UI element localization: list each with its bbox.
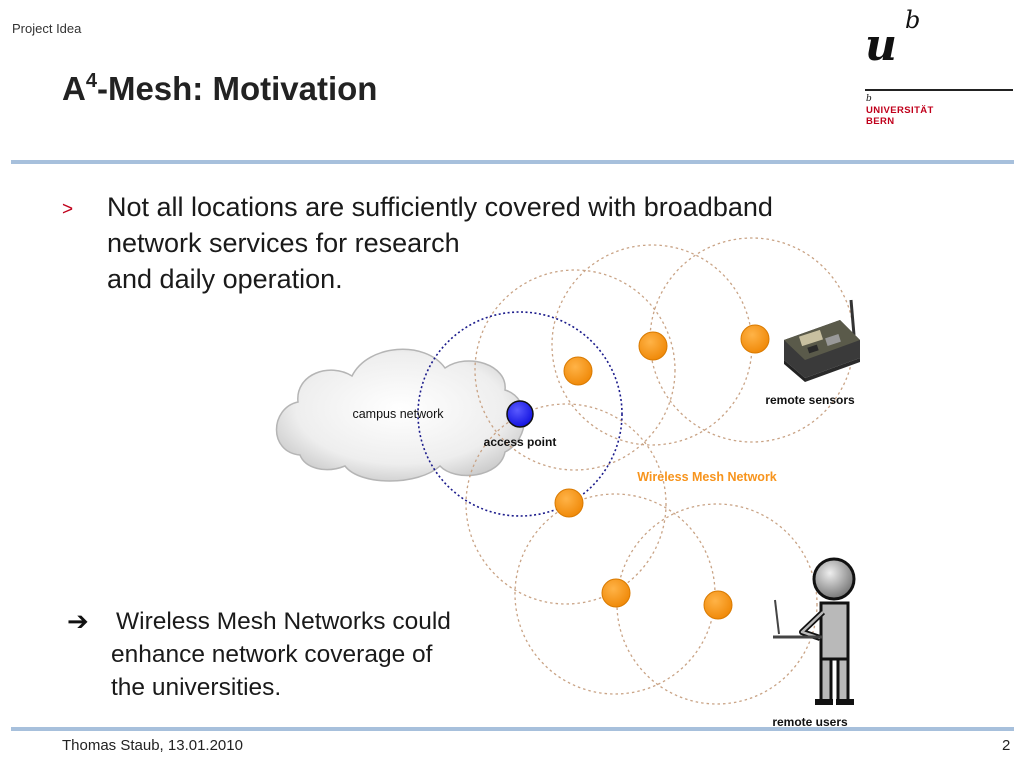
mesh-node (703, 590, 733, 620)
logo-letter-u: u (865, 20, 897, 71)
conclusion-line: enhance network coverage of (111, 641, 433, 668)
mesh-network-label: Wireless Mesh Network (637, 470, 777, 484)
conclusion-text: Wireless Mesh Networks could enhance net… (111, 605, 451, 704)
logo-letter-b: b (905, 6, 921, 34)
header-divider (11, 160, 1014, 164)
logo-rule (865, 89, 1013, 91)
campus-cloud-icon (275, 348, 526, 482)
title-superscript: 4 (85, 70, 97, 92)
arrow-right-icon: ➔ (67, 606, 89, 636)
sensor-board-icon (784, 299, 860, 382)
coverage-ring (465, 403, 667, 605)
conclusion-line: Wireless Mesh Networks could (116, 608, 451, 635)
bullet-text: Not all locations are sufficiently cover… (107, 189, 773, 297)
mesh-node (563, 356, 593, 386)
access-point-node (506, 400, 534, 428)
mesh-node (554, 488, 584, 518)
mesh-node (740, 324, 770, 354)
remote-user-icon (773, 557, 856, 705)
mesh-node (638, 331, 668, 361)
coverage-ring (474, 269, 676, 471)
logo-name-line2: BERN (866, 116, 895, 127)
conclusion-line: the universities. (111, 674, 282, 701)
access-point-ring (417, 311, 623, 517)
logo-university-name: UNIVERSITÄT BERN (866, 105, 934, 127)
bullet-line: Not all locations are sufficiently cover… (107, 192, 773, 222)
university-logo: u b b UNIVERSITÄT BERN (865, 8, 1015, 133)
mesh-node (601, 578, 631, 608)
title-prefix: A (62, 70, 86, 107)
logo-name-line1: UNIVERSITÄT (866, 105, 934, 116)
title-suffix: -Mesh: Motivation (96, 70, 378, 107)
remote-sensors-label: remote sensors (765, 393, 855, 407)
footer-divider (11, 727, 1014, 731)
access-point-label: access point (484, 435, 557, 449)
campus-network-label: campus network (352, 407, 444, 421)
footer-author-date: Thomas Staub, 13.01.2010 (62, 737, 243, 754)
bullet-line: network services for research (107, 228, 460, 258)
bullet-line: and daily operation. (107, 264, 343, 294)
section-label: Project Idea (12, 21, 82, 36)
remote-users-label: remote users (772, 715, 848, 729)
page-number: 2 (1002, 737, 1011, 754)
bullet-marker: > (62, 199, 74, 220)
slide-title: A4-Mesh: Motivation (62, 70, 377, 108)
logo-small-b: b (866, 94, 872, 104)
